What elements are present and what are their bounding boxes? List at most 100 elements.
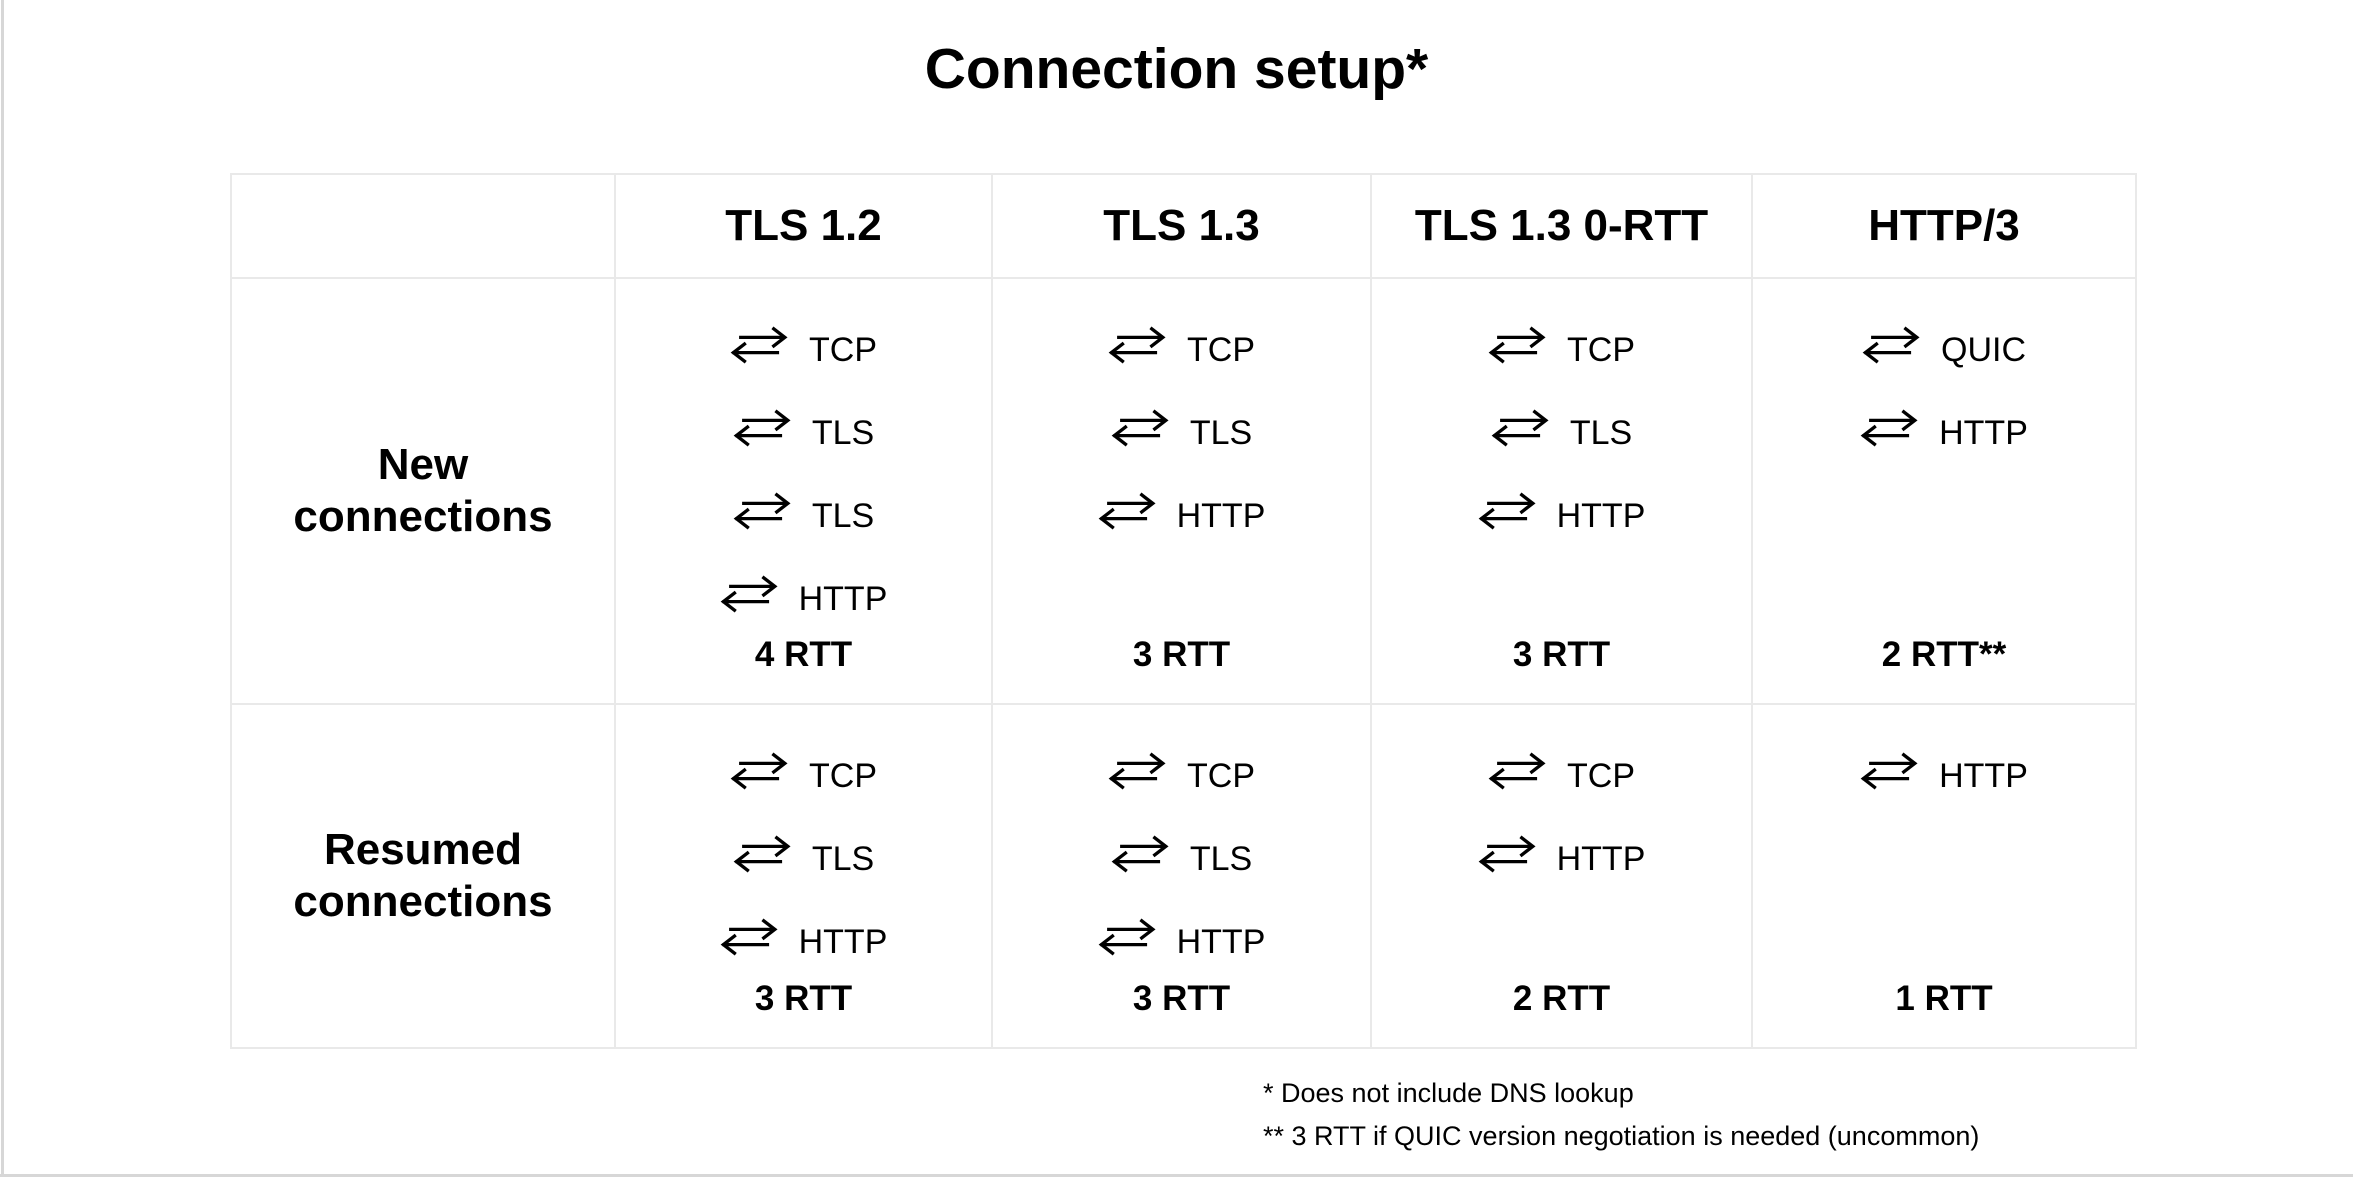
step-label: TLS	[1569, 413, 1633, 452]
column-header-tls-1-3: TLS 1.3	[993, 175, 1372, 279]
round-trip-arrows-icon	[1108, 752, 1166, 790]
rtt-total: 4 RTT	[754, 635, 853, 674]
step-label: HTTP	[1939, 756, 2028, 795]
rtt-total: 3 RTT	[1512, 635, 1611, 674]
step-http: HTTP	[720, 917, 888, 967]
handshake-steps: TCP TLS HTTP	[1478, 325, 1645, 541]
round-trip-arrows-icon	[1478, 835, 1536, 873]
column-header-tls-1-3-0-rtt: TLS 1.3 0-RTT	[1372, 175, 1753, 279]
round-trip-arrows-icon	[730, 752, 788, 790]
handshake-steps: QUIC HTTP	[1860, 325, 2028, 458]
step-label: HTTP	[798, 922, 888, 961]
step-http: HTTP	[1478, 834, 1646, 884]
rtt-total: 2 RTT**	[1881, 635, 2007, 674]
handshake-steps: TCP TLS HTTP	[1098, 751, 1266, 967]
round-trip-arrows-icon	[1862, 326, 1920, 364]
step-label: TCP	[1567, 330, 1635, 369]
round-trip-arrows-icon	[733, 835, 791, 873]
step-tls: TLS	[733, 491, 874, 541]
rtt-total: 3 RTT	[754, 979, 853, 1018]
window-left-edge	[1, 0, 4, 1177]
round-trip-arrows-icon	[1098, 492, 1156, 530]
cell-new-connections-http-3: QUIC HTTP 2 RTT**	[1753, 279, 2137, 705]
step-label: TLS	[1189, 839, 1253, 878]
step-tcp: TCP	[730, 325, 877, 375]
step-http: HTTP	[1860, 408, 2028, 458]
handshake-steps: TCP TLS HTTP	[1098, 325, 1266, 541]
step-tcp: TCP	[730, 751, 877, 801]
column-header-http-3: HTTP/3	[1753, 175, 2137, 279]
round-trip-arrows-icon	[1478, 492, 1536, 530]
step-label: HTTP	[1176, 922, 1266, 961]
step-label: TCP	[1187, 330, 1255, 369]
round-trip-arrows-icon	[1488, 326, 1546, 364]
round-trip-arrows-icon	[1491, 409, 1549, 447]
step-label: TLS	[811, 413, 875, 452]
round-trip-arrows-icon	[1111, 409, 1169, 447]
cell-resumed-connections-tls-1-2: TCP TLS HTTP 3 RTT	[616, 705, 993, 1049]
round-trip-arrows-icon	[1488, 752, 1546, 790]
rtt-total: 1 RTT	[1895, 979, 1993, 1018]
step-tls: TLS	[1111, 834, 1252, 884]
rtt-total: 2 RTT	[1512, 979, 1611, 1018]
step-tcp: TCP	[1108, 751, 1255, 801]
cell-resumed-connections-tls-1-3-0-rtt: TCP HTTP 2 RTT	[1372, 705, 1753, 1049]
step-label: HTTP	[798, 579, 888, 618]
step-http: HTTP	[1860, 751, 2028, 801]
round-trip-arrows-icon	[730, 326, 788, 364]
step-http: HTTP	[1098, 491, 1266, 541]
step-label: TLS	[811, 839, 875, 878]
handshake-steps: TCP TLS HTTP	[720, 751, 888, 967]
round-trip-arrows-icon	[720, 918, 778, 956]
step-tcp: TCP	[1108, 325, 1255, 375]
round-trip-arrows-icon	[1098, 918, 1156, 956]
rtt-total: 3 RTT	[1132, 979, 1231, 1018]
cell-new-connections-tls-1-3-0-rtt: TCP TLS HTTP 3 RTT	[1372, 279, 1753, 705]
handshake-steps: HTTP	[1860, 751, 2028, 801]
cell-new-connections-tls-1-3: TCP TLS HTTP 3 RTT	[993, 279, 1372, 705]
step-label: TLS	[1189, 413, 1253, 452]
round-trip-arrows-icon	[733, 492, 791, 530]
cell-new-connections-tls-1-2: TCP TLS TLS HTTP 4 RTT	[616, 279, 993, 705]
round-trip-arrows-icon	[1860, 409, 1918, 447]
step-label: TCP	[809, 330, 877, 369]
step-tls: TLS	[733, 834, 874, 884]
step-tls: TLS	[1491, 408, 1632, 458]
step-quic: QUIC	[1862, 325, 2026, 375]
step-http: HTTP	[1098, 917, 1266, 967]
page-title: Connection setup*	[924, 37, 1429, 101]
round-trip-arrows-icon	[1860, 752, 1918, 790]
footnote-dns: * Does not include DNS lookup	[1263, 1078, 1634, 1108]
step-label: TCP	[809, 756, 877, 795]
round-trip-arrows-icon	[1111, 835, 1169, 873]
step-label: HTTP	[1556, 839, 1646, 878]
step-http: HTTP	[1478, 491, 1645, 541]
step-tcp: TCP	[1488, 325, 1635, 375]
step-http: HTTP	[720, 574, 888, 624]
footnotes: * Does not include DNS lookup ** 3 RTT i…	[1263, 1072, 1979, 1158]
step-label: QUIC	[1941, 330, 2026, 369]
round-trip-arrows-icon	[1108, 326, 1166, 364]
step-label: TCP	[1567, 756, 1635, 795]
column-header-empty	[232, 175, 616, 279]
handshake-steps: TCP TLS TLS HTTP	[720, 325, 888, 624]
cell-resumed-connections-tls-1-3: TCP TLS HTTP 3 RTT	[993, 705, 1372, 1049]
step-tcp: TCP	[1488, 751, 1635, 801]
handshake-steps: TCP HTTP	[1478, 751, 1646, 884]
column-header-tls-1-2: TLS 1.2	[616, 175, 993, 279]
footnote-quic: ** 3 RTT if QUIC version negotiation is …	[1263, 1121, 1980, 1151]
step-label: HTTP	[1939, 413, 2028, 452]
step-label: HTTP	[1176, 496, 1266, 535]
step-tls: TLS	[733, 408, 874, 458]
step-label: TLS	[811, 496, 875, 535]
rtt-total: 3 RTT	[1132, 635, 1231, 674]
cell-resumed-connections-http-3: HTTP 1 RTT	[1753, 705, 2137, 1049]
step-tls: TLS	[1111, 408, 1252, 458]
round-trip-arrows-icon	[720, 575, 778, 613]
